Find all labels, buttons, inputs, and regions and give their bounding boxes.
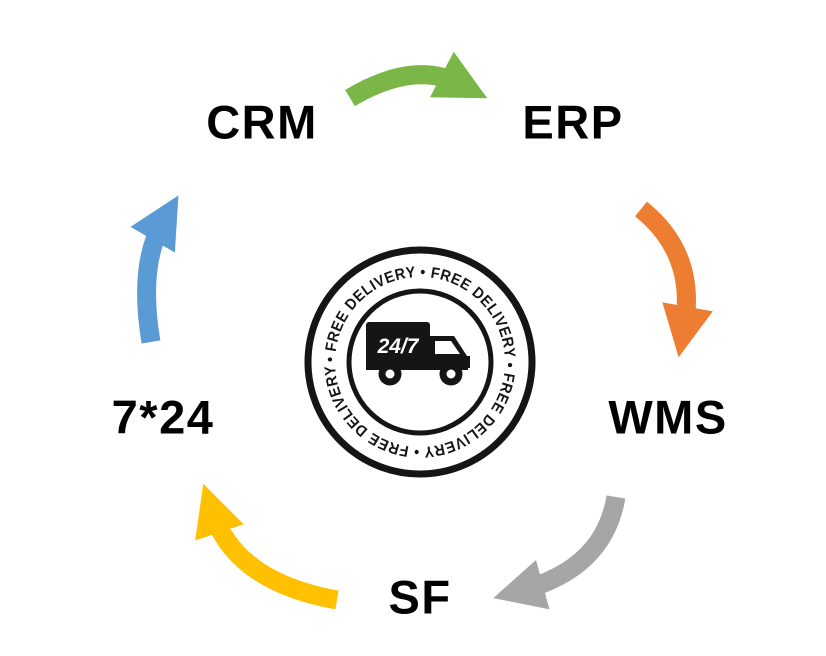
arrow-erp-to-wms bbox=[634, 201, 713, 358]
arrow-crm-to-erp bbox=[345, 51, 488, 107]
truck-cab-window bbox=[435, 341, 460, 354]
delivery-truck-icon: 24/7 bbox=[366, 322, 470, 386]
truck-cargo-box bbox=[366, 322, 430, 368]
truck-front-hub bbox=[446, 369, 456, 379]
arrow-sf-to-724 bbox=[195, 483, 339, 610]
arrow-wms-to-sf bbox=[493, 495, 626, 610]
node-label-7x24: 7*24 bbox=[111, 390, 215, 444]
node-label-crm: CRM bbox=[206, 95, 318, 149]
node-label-wms: WMS bbox=[608, 390, 728, 444]
node-label-sf: SF bbox=[388, 570, 452, 624]
arrow-724-to-crm bbox=[130, 195, 179, 344]
truck-rear-hub bbox=[385, 369, 395, 379]
node-label-erp: ERP bbox=[522, 95, 624, 149]
truck-24-7-label: 24/7 bbox=[377, 335, 420, 358]
truck-chassis bbox=[366, 363, 468, 370]
free-delivery-badge: • FREE DELIVERY • FREE DELIVERY • FREE D… bbox=[304, 246, 536, 478]
